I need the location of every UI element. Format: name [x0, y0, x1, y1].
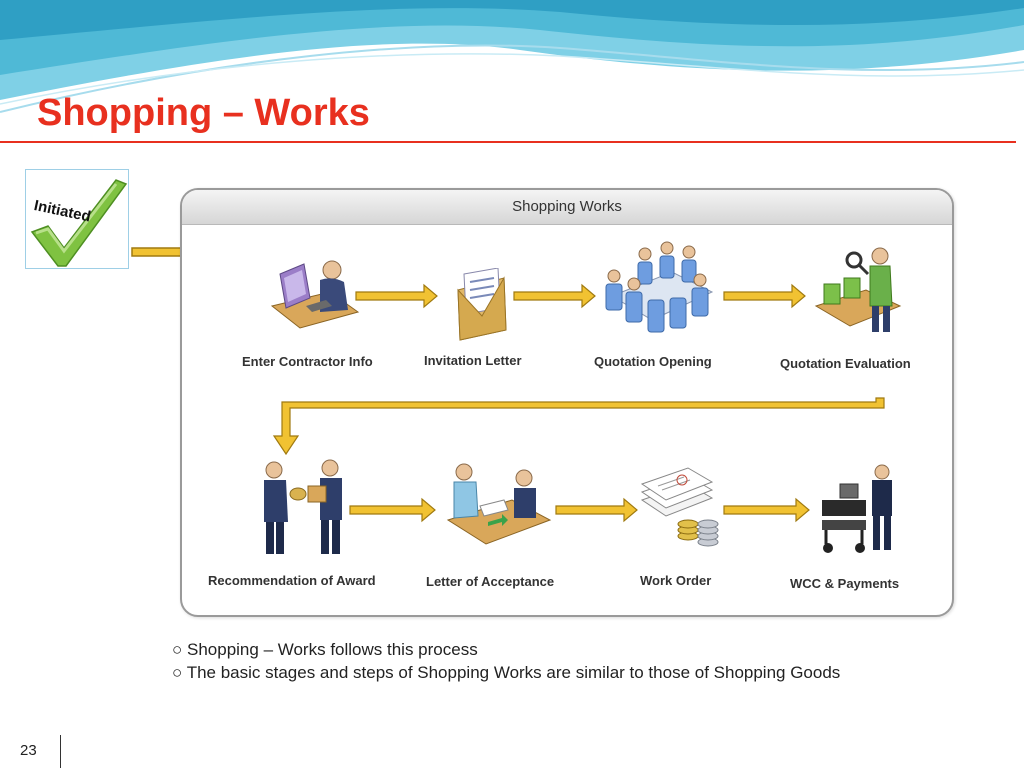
bullet-text-2: The basic stages and steps of Shopping W… [186, 663, 841, 682]
footer-divider [60, 735, 61, 768]
bullet-list: ○ Shopping – Works follows this process … [172, 638, 840, 684]
bullet-item: ○ The basic stages and steps of Shopping… [172, 663, 841, 682]
flow-arrow-3 [723, 283, 806, 309]
step-label-quotation-evaluation: Quotation Evaluation [780, 356, 911, 371]
step-label-recommendation-of-award: Recommendation of Award [208, 573, 376, 588]
initiated-badge: Initiated [25, 169, 129, 269]
checkmark-icon [30, 179, 128, 267]
document-exchange-icon [446, 463, 552, 545]
handover-icon [264, 459, 342, 554]
slide-title: Shopping – Works [37, 92, 370, 134]
step-label-letter-of-acceptance: Letter of Acceptance [426, 574, 555, 589]
cart-person-icon [822, 464, 892, 553]
flow-arrow-6 [723, 497, 810, 523]
page-number: 23 [20, 742, 37, 759]
bullet-item: ○ Shopping – Works follows this process [172, 640, 478, 659]
flow-arrow-5 [555, 497, 638, 523]
flow-arrow-2 [513, 283, 596, 309]
header-wave [0, 0, 1024, 113]
step-label-invitation-letter: Invitation Letter [424, 353, 522, 368]
panel-title: Shopping Works [512, 198, 622, 215]
step-label-quotation-opening: Quotation Opening [594, 354, 712, 369]
bullet-text-1: Shopping – Works follows this process [187, 640, 478, 659]
row-connector-arrow [272, 397, 885, 456]
flow-arrow-1 [355, 283, 438, 309]
meeting-table-icon [605, 241, 714, 333]
envelope-icon [457, 268, 507, 341]
title-divider [0, 141, 1016, 143]
step-label-enter-contractor-info: Enter Contractor Info [242, 354, 373, 369]
computer-user-icon [270, 260, 360, 329]
step-label-wcc-payments: WCC & Payments [790, 576, 900, 591]
papers-coins-icon [640, 467, 719, 547]
flow-arrow-4 [349, 497, 436, 523]
step-label-work-order: Work Order [640, 573, 712, 588]
process-panel: Shopping Works [180, 188, 954, 617]
inspector-icon [814, 247, 902, 332]
panel-header: Shopping Works [182, 190, 952, 225]
